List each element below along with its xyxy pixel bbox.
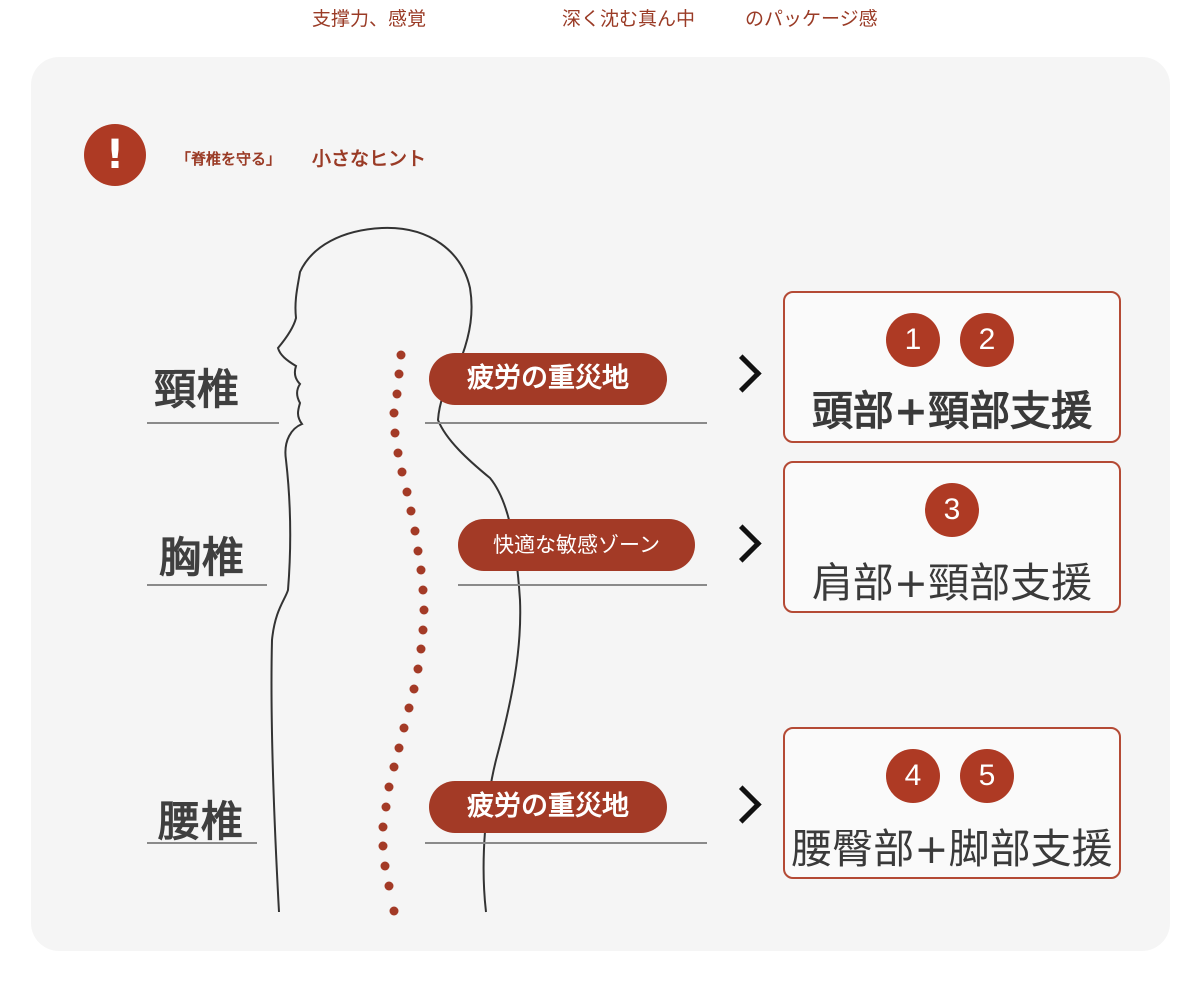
support-label: 腰臀部+脚部支援 — [791, 825, 1113, 873]
divider-line — [147, 422, 279, 424]
spine-dot — [416, 644, 426, 654]
spine-dot — [394, 369, 404, 379]
top-tab-package[interactable]: のパッケージ感 — [745, 8, 878, 30]
divider-line — [425, 842, 707, 844]
hint-title: 小さなヒント — [312, 148, 427, 170]
spine-dot — [413, 546, 423, 556]
vertebra-label-thoracic: 胸椎 — [159, 533, 246, 582]
comfort-zone-tag: 快適な敏感ゾーン — [458, 519, 695, 571]
spine-dot — [418, 625, 428, 635]
divider-line — [458, 584, 707, 586]
number-badge: 3 — [925, 483, 979, 537]
support-box-shoulder-neck: 3 肩部+頸部支援 — [783, 461, 1121, 613]
number-badge: 4 — [886, 749, 940, 803]
spine-dots — [378, 350, 429, 916]
spine-dot — [404, 703, 414, 713]
spine-dot — [410, 526, 420, 536]
number-badge: 5 — [960, 749, 1014, 803]
spine-dot — [378, 822, 388, 832]
top-tab-center[interactable]: 深く沈む真ん中 — [562, 8, 696, 30]
exclamation-icon: ! — [84, 124, 146, 186]
spine-dot — [384, 782, 394, 792]
number-badge: 2 — [960, 313, 1014, 367]
divider-line — [425, 422, 707, 424]
fatigue-tag: 疲労の重災地 — [429, 781, 667, 833]
spine-dot — [380, 861, 390, 871]
fatigue-tag: 疲労の重災地 — [429, 353, 667, 405]
hint-quote: 「脊椎を守る」 — [176, 150, 282, 168]
number-badge: 1 — [886, 313, 940, 367]
spine-dot — [416, 565, 426, 575]
spine-dot — [390, 428, 400, 438]
spine-dot — [393, 448, 403, 458]
support-label: 頭部+頸部支援 — [811, 387, 1093, 435]
spine-dot — [378, 841, 388, 851]
divider-line — [147, 584, 267, 586]
spine-dot — [392, 389, 402, 399]
spine-dot — [389, 408, 399, 418]
spine-dot — [409, 684, 419, 694]
spine-dot — [413, 664, 423, 674]
spine-dot — [381, 802, 391, 812]
support-box-hip-leg: 4 5 腰臀部+脚部支援 — [783, 727, 1121, 879]
support-box-head-neck: 1 2 頭部+頸部支援 — [783, 291, 1121, 443]
support-label: 肩部+頸部支援 — [811, 559, 1093, 607]
spine-dot — [399, 723, 409, 733]
spine-dot — [406, 506, 416, 516]
spine-dot — [389, 762, 399, 772]
top-tab-support[interactable]: 支撑力、感覚 — [312, 8, 427, 30]
vertebra-label-lumbar: 腰椎 — [158, 797, 245, 846]
vertebra-label-cervical: 頸椎 — [154, 365, 241, 414]
divider-line — [147, 842, 257, 844]
spine-dot — [384, 881, 394, 891]
spine-dot — [419, 605, 429, 615]
spine-dot — [402, 487, 412, 497]
spine-dot — [389, 906, 399, 916]
spine-dot — [394, 743, 404, 753]
spine-dot — [397, 467, 407, 477]
spine-dot — [418, 585, 428, 595]
spine-dot — [396, 350, 406, 360]
